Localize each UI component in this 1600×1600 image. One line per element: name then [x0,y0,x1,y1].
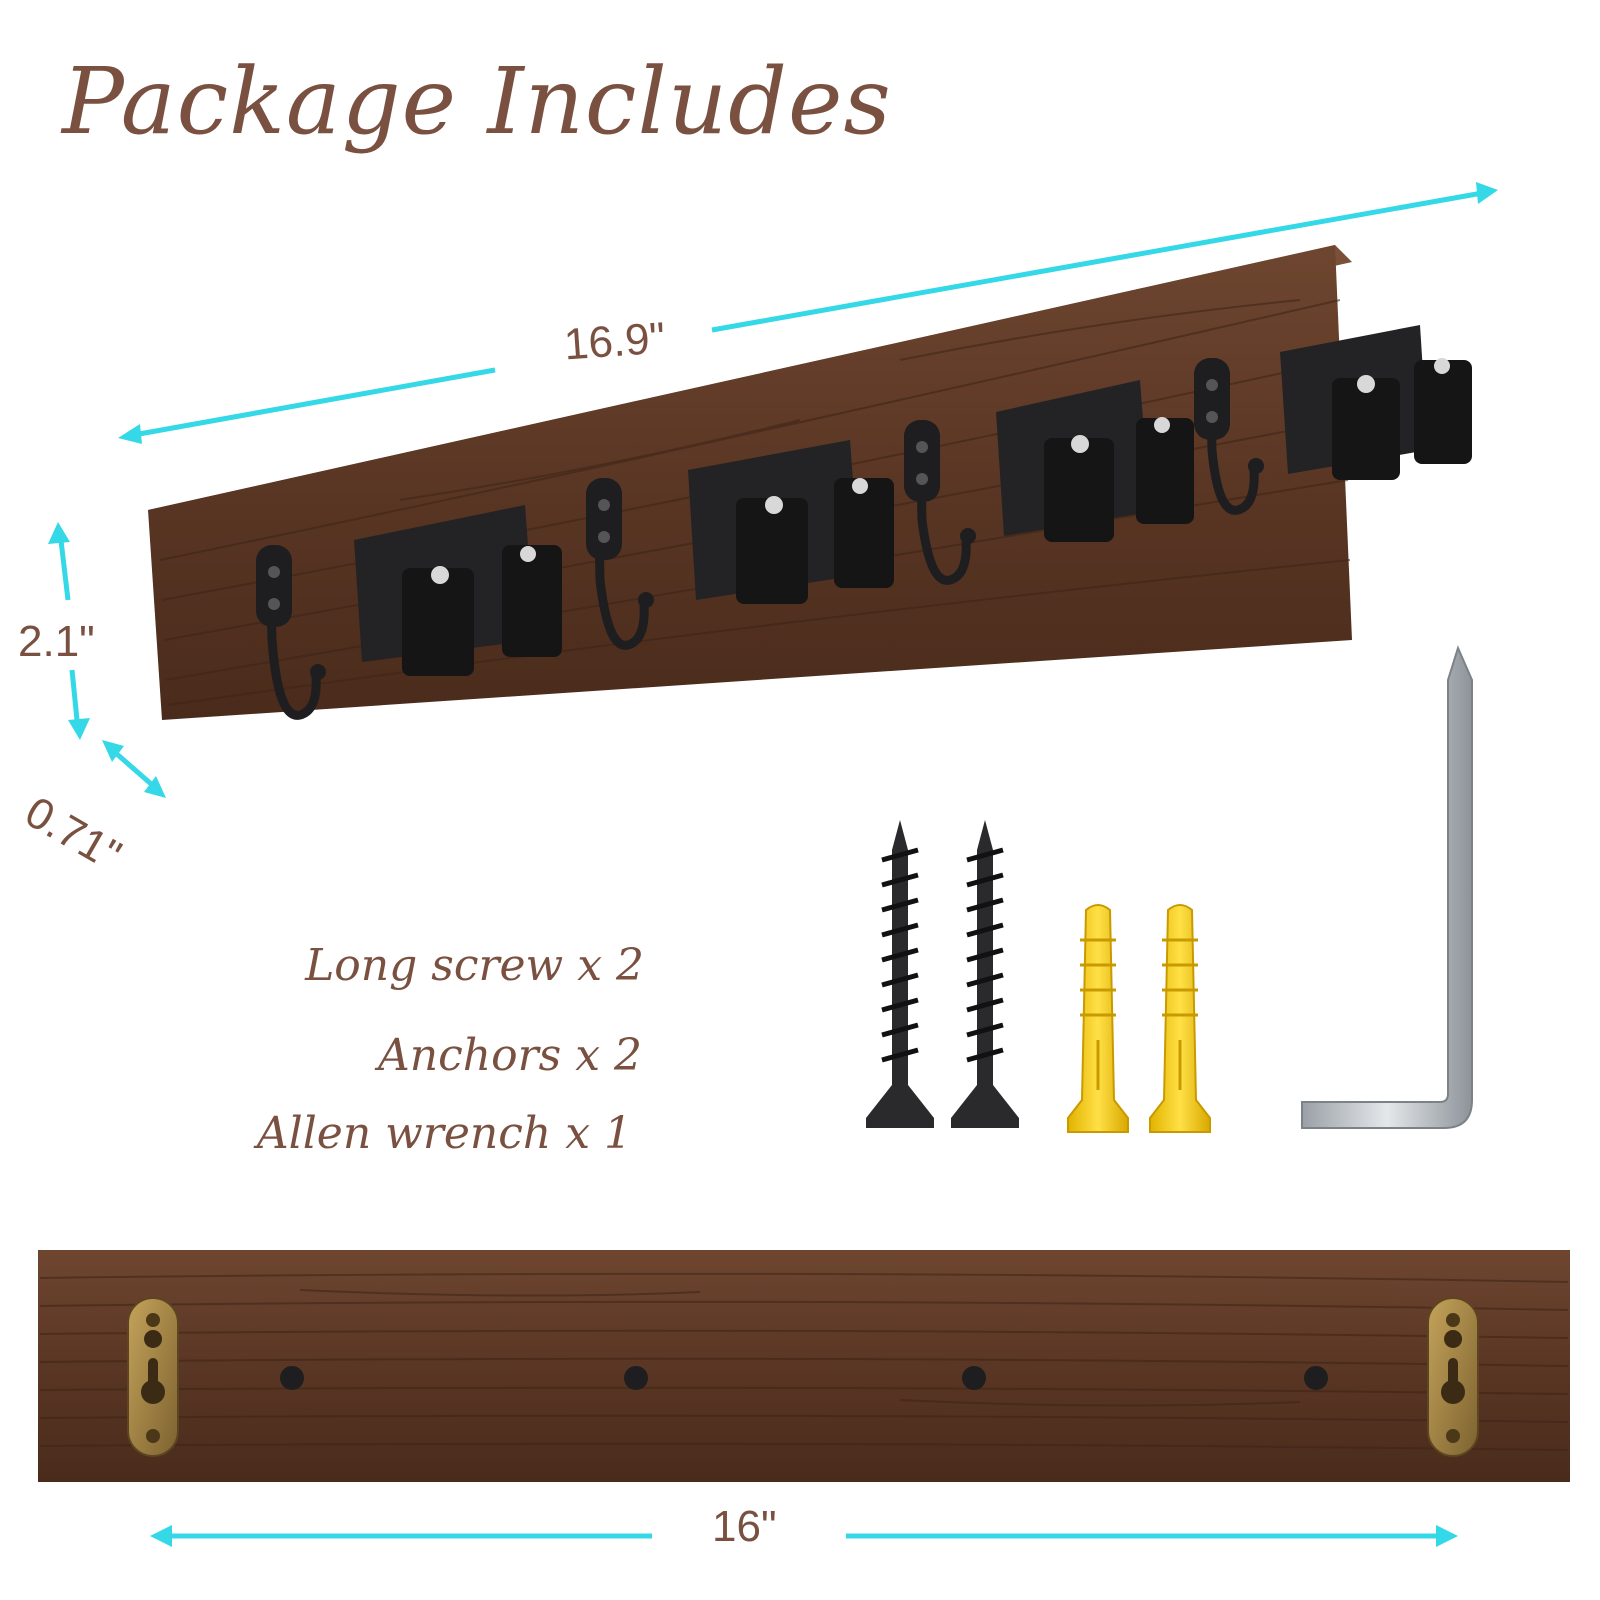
page-title: Package Includes [62,48,892,155]
long-screw [951,820,1019,1128]
rack-back-view [38,1250,1570,1482]
long-screw [866,820,934,1128]
dimension-back-length-label: 16" [712,1502,777,1551]
keyhole-bracket [1427,1297,1479,1457]
hook [265,365,1259,720]
mop-clamp [354,505,562,676]
wall-anchor [1067,904,1129,1133]
length-arrow-top [118,182,1498,444]
allen-wrench [1301,645,1473,1129]
rack-front-view [148,245,1472,720]
item-label-allen-wrench: Allen wrench x 1 [256,1108,632,1159]
screw-head [280,1366,1328,1390]
depth-arrow [102,740,166,798]
mop-clamp [688,440,894,604]
keyhole-bracket [127,1297,179,1457]
mop-clamp [996,380,1194,542]
item-label-long-screw: Long screw x 2 [305,940,644,991]
height-arrow [48,522,90,740]
mop-clamp [1280,325,1472,480]
dimension-height-label: 2.1" [18,617,95,666]
dimension-length-label: 16.9" [562,313,667,370]
wall-anchor [1149,904,1211,1133]
length-arrow-bottom [150,1525,1458,1547]
item-label-anchors: Anchors x 2 [378,1030,642,1081]
